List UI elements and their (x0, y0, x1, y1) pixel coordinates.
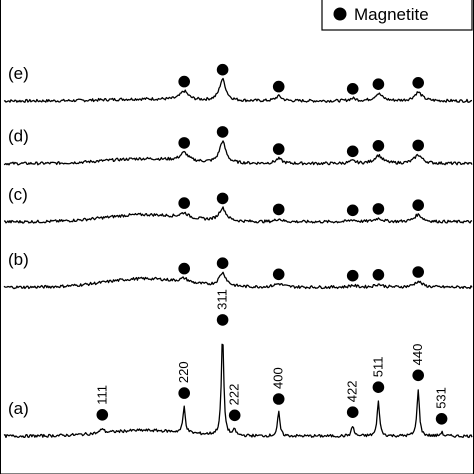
magnetite-marker-2-400 (272, 203, 285, 216)
magnetite-marker-1-422 (346, 145, 359, 158)
series-trace-3 (3, 271, 473, 290)
hkl-label-311: 311 (215, 289, 230, 310)
hkl-label-511: 511 (370, 356, 385, 377)
magnetite-marker-4-422 (346, 406, 359, 419)
magnetite-marker-4-400 (272, 393, 285, 405)
magnetite-marker-4-531 (435, 413, 448, 425)
magnetite-marker-4-222 (228, 409, 241, 422)
series-label-2: (c) (8, 185, 28, 204)
magnetite-marker-2-511 (372, 203, 385, 215)
series-label-0: (e) (8, 64, 29, 83)
magnetite-marker-3-511 (372, 269, 385, 281)
series-label-3: (b) (8, 250, 29, 269)
hkl-label-111: 111 (94, 385, 109, 405)
magnetite-marker-1-440 (412, 139, 425, 152)
magnetite-marker-4-111 (96, 409, 109, 421)
magnetite-marker-1-311 (216, 126, 229, 138)
magnetite-marker-2-422 (346, 204, 359, 217)
legend-box (321, 0, 473, 31)
magnetite-marker-3-440 (412, 266, 425, 278)
magnetite-marker-4-220 (178, 387, 190, 399)
magnetite-marker-4-311 (216, 314, 229, 326)
magnetite-marker-0-440 (412, 77, 425, 89)
hkl-label-440: 440 (410, 344, 425, 366)
magnetite-marker-1-511 (372, 140, 385, 152)
magnetite-marker-3-422 (346, 269, 359, 282)
series-label-1: (d) (8, 127, 29, 146)
magnetite-marker-3-400 (272, 268, 285, 281)
magnetite-marker-2-220 (178, 197, 190, 209)
magnetite-marker-0-400 (272, 80, 285, 93)
labels-layer: (e) (d) (c) (b) (a) 111 220 311 222 400 422 511 440 5… (8, 64, 449, 418)
series-trace-4 (3, 343, 473, 439)
legend-label: Magnetite (354, 5, 429, 24)
magnetite-marker-3-311 (216, 257, 229, 270)
legend: Magnetite (321, 0, 473, 31)
hkl-label-222: 222 (227, 384, 242, 406)
legend-marker (333, 7, 347, 21)
hkl-label-531: 531 (434, 387, 449, 409)
magnetite-marker-2-440 (412, 199, 425, 211)
series-trace-2 (3, 206, 473, 224)
magnetite-marker-4-511 (372, 381, 385, 394)
magnetite-marker-0-311 (216, 63, 229, 76)
hkl-label-422: 422 (345, 380, 360, 402)
traces-layer (3, 77, 473, 439)
magnetite-marker-0-220 (178, 75, 190, 88)
series-label-4: (a) (8, 399, 29, 418)
series-trace-1 (3, 140, 473, 166)
hkl-label-220: 220 (176, 361, 191, 383)
magnetite-marker-0-422 (346, 83, 359, 95)
magnetite-marker-4-440 (412, 369, 425, 382)
magnetite-marker-3-220 (178, 262, 190, 275)
hkl-label-400: 400 (271, 367, 286, 389)
series-trace-0 (3, 77, 473, 103)
magnetite-marker-1-220 (178, 137, 190, 149)
magnetite-marker-1-400 (272, 143, 285, 155)
markers-layer (96, 63, 448, 425)
magnetite-marker-0-511 (372, 78, 385, 90)
magnetite-marker-2-311 (216, 192, 229, 205)
